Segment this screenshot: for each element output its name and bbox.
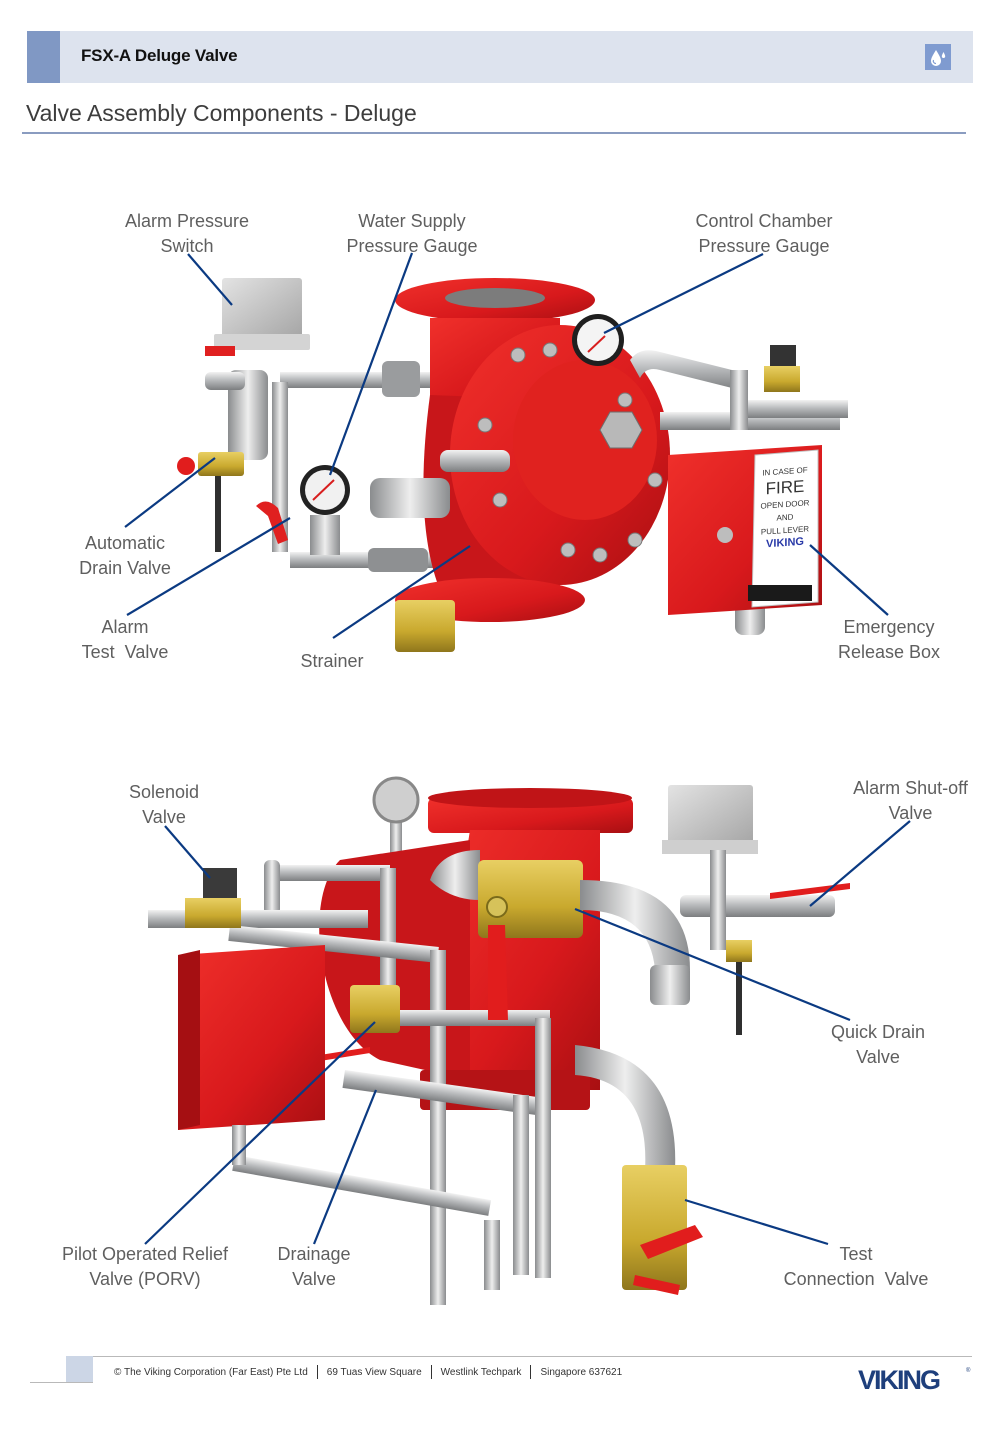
footer-city: Singapore 637621 — [540, 1366, 623, 1378]
footer-separator — [316, 1365, 318, 1379]
footer-address: © The Viking Corporation (Far East) Pte … — [114, 1365, 622, 1379]
valve-assembly-rear-illustration — [148, 776, 850, 1305]
callout-emergency-release-box: Emergency Release Box — [837, 617, 941, 662]
footer-park: Westlink Techpark — [440, 1366, 522, 1378]
svg-text:®: ® — [966, 1367, 971, 1374]
footer-separator — [530, 1365, 532, 1379]
callout-porv: Pilot Operated Relief Valve (PORV) — [61, 1244, 229, 1289]
figure-front-view: IN CASE OF FIRE OPEN DOOR AND PULL LEVER… — [0, 0, 1000, 700]
callout-automatic-drain-valve: Automatic Drain Valve — [79, 533, 171, 578]
header-accent-bar — [27, 31, 60, 83]
callout-alarm-test-valve: Alarm Test Valve — [81, 617, 169, 662]
callout-solenoid-valve: Solenoid Valve — [128, 782, 200, 827]
callout-test-connection-valve: Test Connection Valve — [783, 1244, 929, 1289]
water-drop-icon — [925, 44, 951, 70]
document-header: FSX-A Deluge Valve — [27, 31, 973, 83]
viking-logo: VIKING ® — [858, 1364, 973, 1399]
callout-water-supply-pressure-gauge: Water Supply Pressure Gauge — [346, 211, 478, 256]
callout-quick-drain-valve: Quick Drain Valve — [830, 1022, 926, 1067]
footer-accent-box — [66, 1356, 93, 1382]
callout-alarm-pressure-switch: Alarm Pressure Switch — [124, 211, 250, 256]
leader-lines-rear — [144, 820, 911, 1246]
callout-strainer: Strainer — [300, 651, 364, 671]
valve-assembly-front-illustration — [177, 278, 848, 652]
section-divider — [22, 132, 966, 134]
footer-street: 69 Tuas View Square — [326, 1366, 422, 1378]
footer-divider-left — [30, 1382, 93, 1383]
callout-control-chamber-pressure-gauge: Control Chamber Pressure Gauge — [695, 211, 833, 256]
leader-lines-front — [124, 252, 889, 639]
footer-separator — [430, 1365, 432, 1379]
viking-logo-text: VIKING — [858, 1365, 940, 1394]
callout-alarm-shutoff-valve: Alarm Shut-off Valve — [853, 778, 968, 823]
section-title: Valve Assembly Components - Deluge — [26, 100, 417, 126]
callout-drainage-valve: Drainage Valve — [277, 1244, 351, 1289]
document-title: FSX-A Deluge Valve — [81, 46, 238, 65]
footer-copyright: © The Viking Corporation (Far East) Pte … — [114, 1366, 308, 1378]
footer-divider — [66, 1356, 972, 1357]
figure-rear-view: Solenoid Valve Alarm Shut-off Valve Quic… — [0, 700, 1000, 1340]
